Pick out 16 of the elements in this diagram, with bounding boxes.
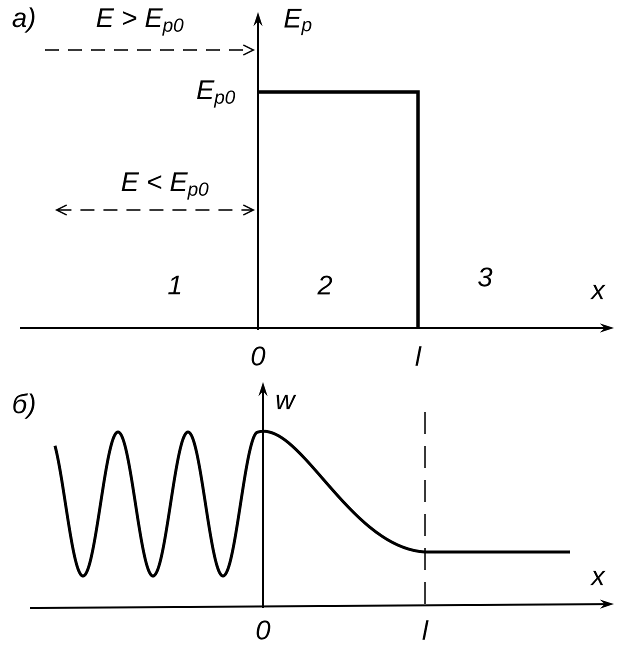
axis-label: x bbox=[590, 570, 606, 586]
panel-label: а) bbox=[12, 7, 34, 33]
tick-label: l bbox=[415, 346, 422, 366]
panel-label: б) bbox=[13, 393, 34, 419]
tick-label: 0 bbox=[256, 620, 270, 640]
tick-label: 0 bbox=[252, 346, 266, 366]
axis-label: w bbox=[276, 394, 296, 410]
axis-label: x bbox=[590, 284, 606, 300]
energy-label: E < E$_{p0}$ bbox=[122, 172, 208, 200]
region-number: 3 bbox=[478, 267, 492, 287]
region-number: 2 bbox=[317, 276, 332, 294]
region-number: 1 bbox=[168, 276, 180, 294]
energy-label: E > E$_{p0}$ bbox=[96, 8, 184, 36]
axis-label: E$_{p}$ bbox=[284, 8, 312, 36]
tick-label: l bbox=[422, 620, 429, 640]
energy-label: E$_{p0}$ bbox=[197, 80, 236, 108]
